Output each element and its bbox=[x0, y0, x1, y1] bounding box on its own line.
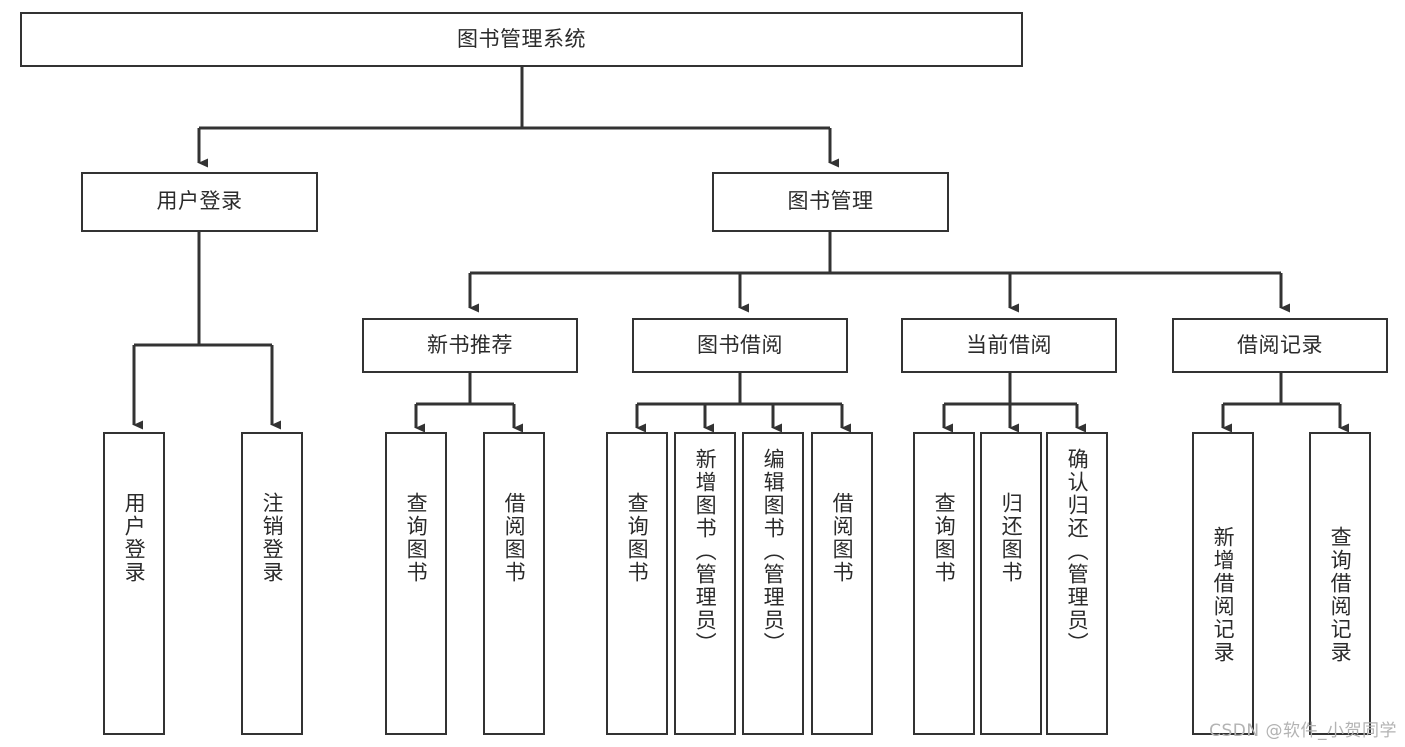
node-leaf-confirm-return-label: 确认归还（管理员） bbox=[1065, 448, 1090, 655]
node-leaf-query-book-2-label: 查询图书 bbox=[625, 492, 650, 584]
node-leaf-user-logout[interactable]: 注销登录 bbox=[241, 432, 303, 735]
node-root-label: 图书管理系统 bbox=[457, 26, 586, 51]
node-current-borrow[interactable]: 当前借阅 bbox=[901, 318, 1117, 373]
node-root[interactable]: 图书管理系统 bbox=[20, 12, 1023, 67]
node-leaf-query-book-2[interactable]: 查询图书 bbox=[606, 432, 668, 735]
node-leaf-user-login[interactable]: 用户登录 bbox=[103, 432, 165, 735]
node-user-login[interactable]: 用户登录 bbox=[81, 172, 318, 232]
node-book-manage-label: 图书管理 bbox=[787, 189, 874, 214]
node-leaf-add-record[interactable]: 新增借阅记录 bbox=[1192, 432, 1254, 735]
node-leaf-borrow-book-1[interactable]: 借阅图书 bbox=[483, 432, 545, 735]
node-borrow-record[interactable]: 借阅记录 bbox=[1172, 318, 1388, 373]
node-new-book-recommend[interactable]: 新书推荐 bbox=[362, 318, 578, 373]
node-current-borrow-label: 当前借阅 bbox=[966, 332, 1052, 357]
node-leaf-query-book-1[interactable]: 查询图书 bbox=[385, 432, 447, 735]
node-leaf-add-book[interactable]: 新增图书（管理员） bbox=[674, 432, 736, 735]
node-leaf-add-book-label: 新增图书（管理员） bbox=[693, 448, 718, 655]
node-leaf-confirm-return[interactable]: 确认归还（管理员） bbox=[1046, 432, 1108, 735]
node-leaf-query-record[interactable]: 查询借阅记录 bbox=[1309, 432, 1371, 735]
node-leaf-query-book-3[interactable]: 查询图书 bbox=[913, 432, 975, 735]
node-leaf-user-login-label: 用户登录 bbox=[122, 492, 147, 584]
node-leaf-borrow-book-2-label: 借阅图书 bbox=[830, 492, 855, 584]
node-book-manage[interactable]: 图书管理 bbox=[712, 172, 949, 232]
node-new-book-recommend-label: 新书推荐 bbox=[427, 332, 513, 357]
watermark-text: CSDN @软件_小贺同学 bbox=[1209, 721, 1397, 741]
node-leaf-edit-book-label: 编辑图书（管理员） bbox=[761, 448, 786, 655]
node-leaf-user-logout-label: 注销登录 bbox=[260, 492, 285, 584]
node-leaf-query-record-label: 查询借阅记录 bbox=[1328, 526, 1353, 664]
node-leaf-return-book-label: 归还图书 bbox=[999, 492, 1024, 584]
node-user-login-label: 用户登录 bbox=[156, 189, 243, 214]
node-leaf-return-book[interactable]: 归还图书 bbox=[980, 432, 1042, 735]
node-borrow-record-label: 借阅记录 bbox=[1237, 332, 1323, 357]
node-leaf-query-book-1-label: 查询图书 bbox=[404, 492, 429, 584]
node-leaf-query-book-3-label: 查询图书 bbox=[932, 492, 957, 584]
node-book-borrow-label: 图书借阅 bbox=[697, 332, 783, 357]
node-leaf-borrow-book-1-label: 借阅图书 bbox=[502, 492, 527, 584]
node-book-borrow[interactable]: 图书借阅 bbox=[632, 318, 848, 373]
node-leaf-edit-book[interactable]: 编辑图书（管理员） bbox=[742, 432, 804, 735]
node-leaf-add-record-label: 新增借阅记录 bbox=[1211, 526, 1236, 664]
node-leaf-borrow-book-2[interactable]: 借阅图书 bbox=[811, 432, 873, 735]
